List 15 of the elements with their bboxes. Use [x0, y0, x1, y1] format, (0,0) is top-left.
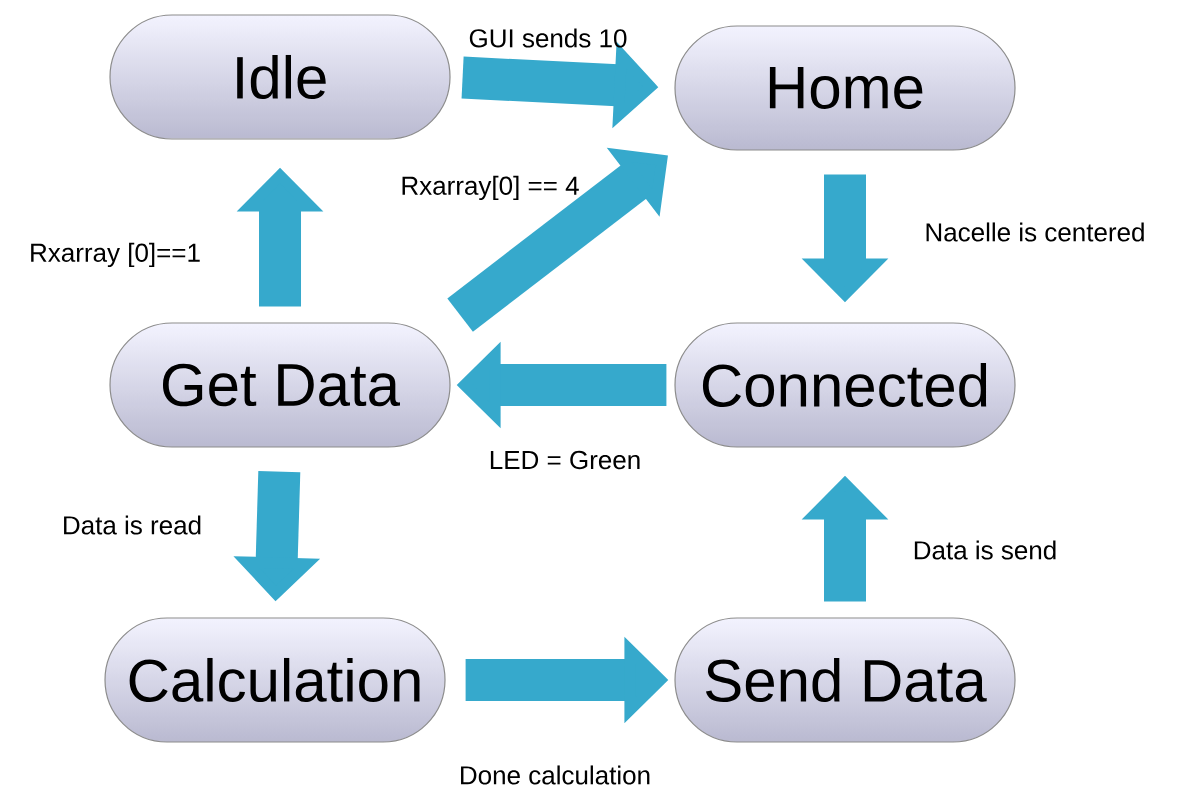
edge-label: Done calculation: [461, 765, 650, 785]
edge-label: Rxarray [0]==1: [31, 242, 200, 268]
edge-label: Rxarray[0] == 4: [402, 175, 579, 201]
arrow: [447, 147, 668, 332]
edge-label: Data is send: [914, 540, 1056, 560]
edge-label: Data is read: [64, 515, 201, 535]
edge-label: GUI sends 10: [469, 28, 627, 48]
edge-label: Nacelle is centered: [926, 222, 1144, 242]
state-box: Calculation: [104, 617, 446, 743]
edge-label: LED = Green: [490, 450, 640, 470]
state-box: Idle: [109, 14, 451, 140]
state-box: Send Data: [674, 617, 1016, 743]
state-box: Home: [674, 25, 1016, 151]
state-box: Connected: [674, 322, 1016, 448]
state-box: Get Data: [109, 322, 451, 448]
